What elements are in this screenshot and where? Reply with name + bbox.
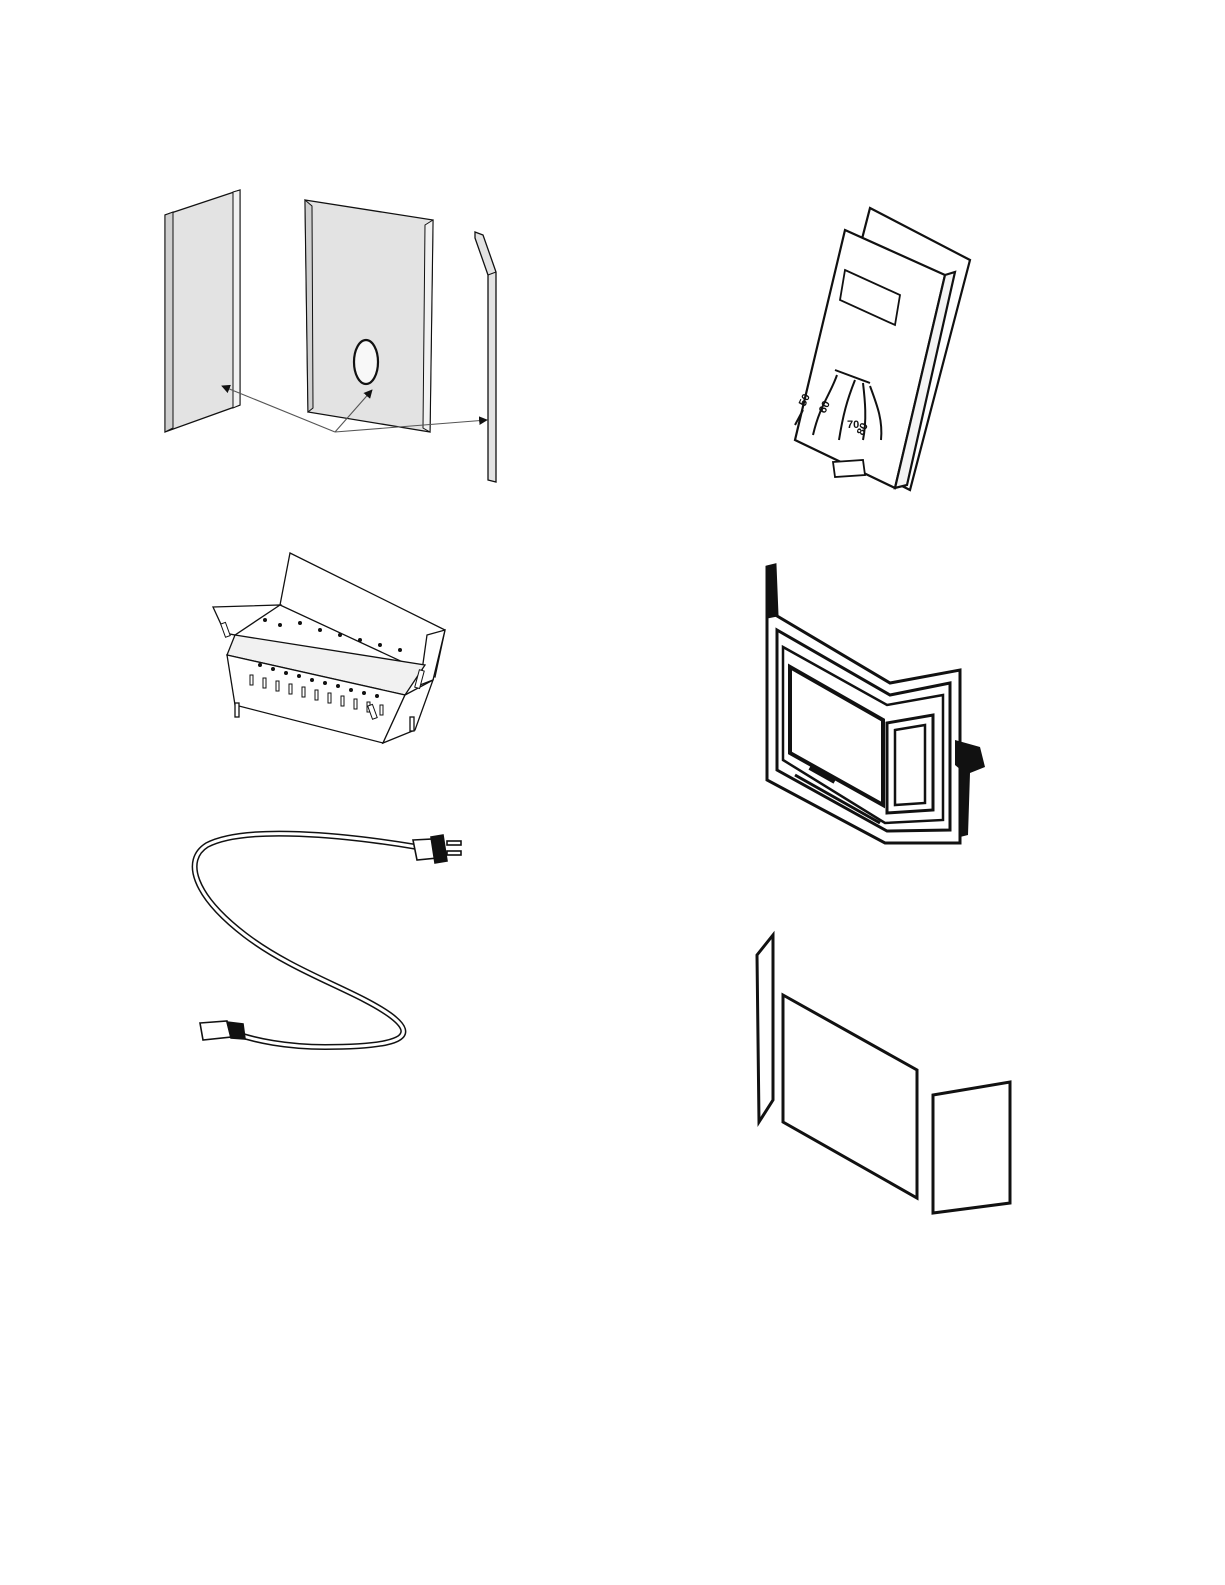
back-board [783,995,917,1198]
thermostat-body [795,208,970,490]
thermostat-figure: 50 60 70 80 [775,200,990,500]
refractory-panels-figure [150,180,520,500]
right-side-panel [475,232,496,482]
insulation-boards-figure [745,930,1025,1225]
power-cord-figure [185,825,475,1065]
side-board [757,935,773,1122]
knock-out-hole [354,340,378,384]
small-board [933,1082,1010,1213]
back-panel [305,200,433,432]
fireplace-door-figure [755,555,1000,855]
thermostat-lever [833,460,865,477]
left-side-panel [165,190,240,432]
male-plug [413,835,461,863]
log-grate-figure [205,545,460,755]
female-connector [200,1021,245,1040]
cord-cable [195,834,417,1047]
